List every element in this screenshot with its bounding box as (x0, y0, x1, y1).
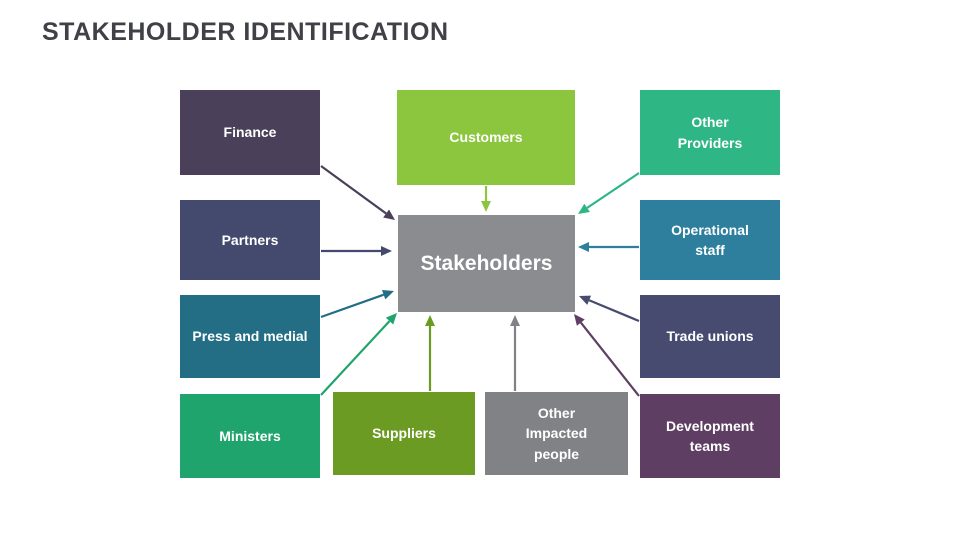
node-other-impacted-people-label: Other Impacted people (525, 405, 588, 462)
arrow-trade (588, 299, 640, 323)
node-suppliers: Suppliers (333, 392, 475, 475)
node-other-providers-label: Other Providers (677, 114, 743, 151)
arrow-finance (320, 165, 387, 215)
node-partners: Partners (180, 200, 320, 280)
arrow-impacted-head (510, 315, 520, 326)
node-partners-label: Partners (221, 231, 279, 248)
node-trade-unions: Trade unions (640, 295, 780, 378)
arrow-suppliers-head (425, 315, 435, 326)
node-customers: Customers (397, 90, 575, 185)
arrow-development-head (574, 314, 585, 326)
node-stakeholders-center: Stakeholders (398, 215, 575, 312)
arrow-ministers-head (385, 313, 397, 325)
node-ministers: Ministers (180, 394, 320, 478)
arrow-partners-head (381, 246, 392, 256)
node-finance: Finance (180, 90, 320, 175)
node-stakeholders-label: Stakeholders (420, 251, 553, 275)
arrow-press (320, 293, 385, 319)
node-ministers-label: Ministers (219, 427, 281, 444)
arrow-press-head (381, 289, 394, 300)
arrow-trade-head (579, 295, 592, 305)
arrow-providers (586, 172, 640, 209)
page-title: STAKEHOLDER IDENTIFICATION (42, 18, 449, 46)
arrow-providers-head (578, 203, 590, 214)
node-press-and-media: Press and medial (180, 295, 320, 378)
arrow-operational-head (578, 242, 589, 252)
arrow-ministers (320, 320, 391, 396)
node-press-and-media-label: Press and medial (192, 328, 308, 345)
node-customers-label: Customers (449, 129, 523, 146)
node-operational-staff: Operational staff (640, 200, 780, 280)
arrow-finance-head (383, 209, 395, 220)
node-development-teams-label: Development teams (666, 417, 754, 454)
node-other-impacted-people: Other Impacted people (485, 392, 628, 475)
node-other-providers: Other Providers (640, 90, 780, 175)
node-finance-label: Finance (223, 124, 277, 141)
node-suppliers-label: Suppliers (372, 425, 436, 442)
node-trade-unions-label: Trade unions (666, 328, 754, 345)
node-operational-staff-label: Operational staff (671, 221, 749, 258)
arrow-customers-head (481, 201, 491, 212)
arrow-development (579, 321, 640, 397)
node-development-teams: Development teams (640, 394, 780, 478)
